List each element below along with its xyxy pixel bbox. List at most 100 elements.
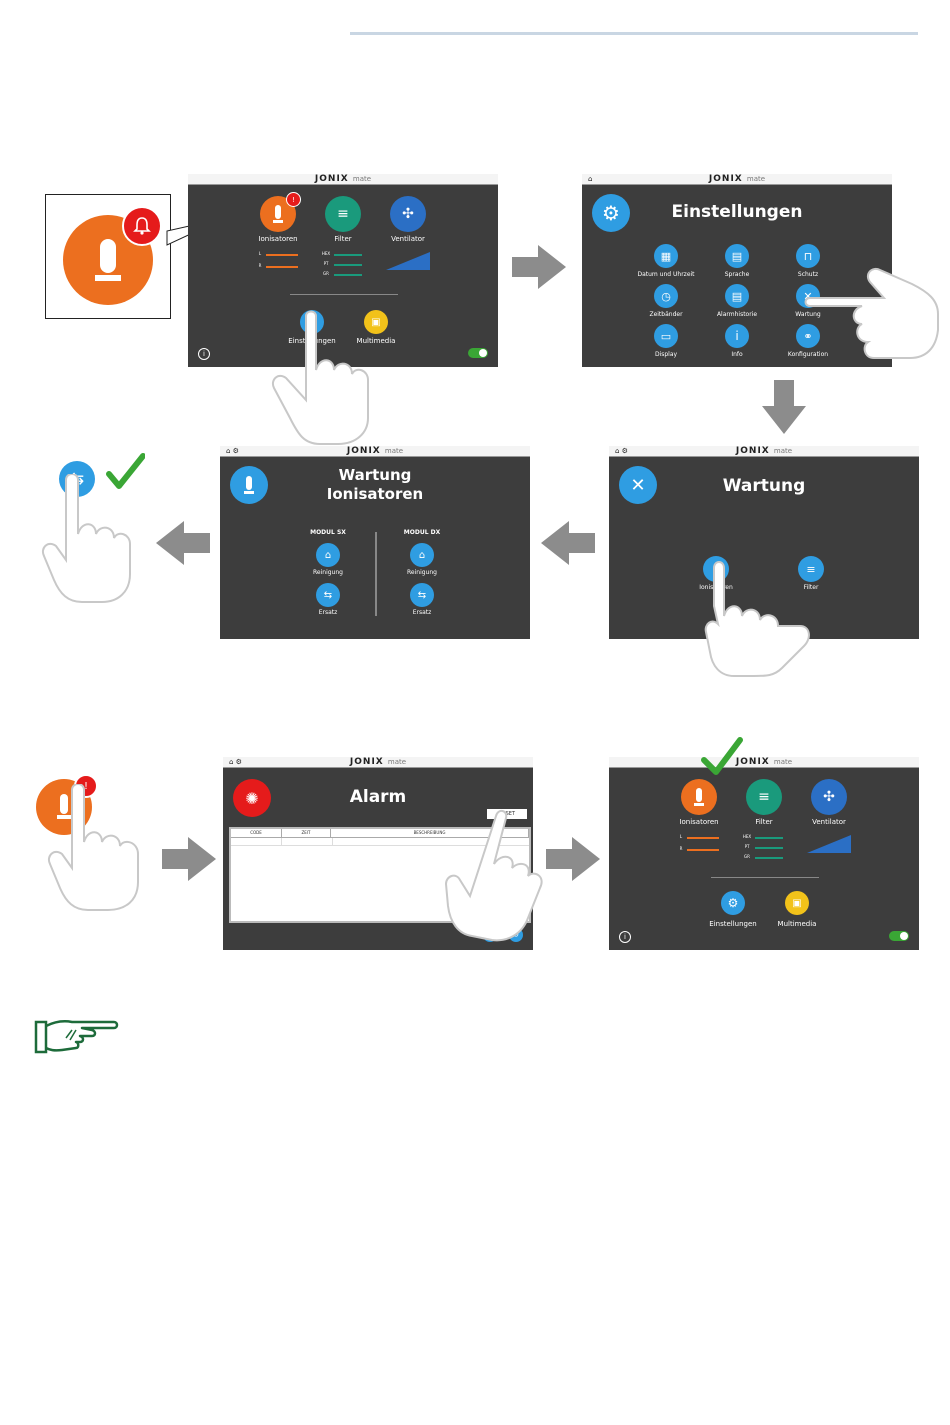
table-row[interactable] — [231, 838, 529, 846]
screen-home-alarm: JONIX mate ! Ionisatoren ≡ Filter ✣ Vent… — [188, 174, 498, 367]
level-label-l: L — [258, 251, 262, 256]
checkmark-icon — [701, 737, 743, 775]
settings-item-label: Display — [654, 351, 678, 358]
screen-home-ok: JONIX mate Ionisatoren ≡ Filter ✣ Ventil… — [609, 757, 919, 950]
fan-speed-gauge — [807, 835, 851, 853]
home-icon[interactable]: ⌂ ⚙ — [229, 758, 242, 766]
info-icon[interactable]: i — [198, 348, 210, 360]
brand-suffix: mate — [773, 758, 793, 766]
gear-icon: ⚙ — [592, 194, 630, 232]
level-bar — [687, 837, 719, 839]
screen-alarm: ⌂ ⚙JONIX mate ✺ Alarm RESET CODE ZEIT BE… — [223, 757, 533, 950]
module-divider — [375, 532, 377, 616]
stat-bar — [755, 857, 783, 859]
alarm-bell-icon — [122, 206, 162, 246]
ventilator-label: Ventilator — [391, 235, 425, 243]
level-label-l: L — [679, 834, 683, 839]
modul-dx-label: MODUL DX — [403, 529, 441, 536]
konfiguration-button[interactable]: ⚭ — [796, 324, 820, 348]
power-toggle[interactable] — [468, 348, 488, 358]
level-bar — [687, 849, 719, 851]
reinigung-label: Reinigung — [313, 569, 343, 576]
info-button[interactable]: i — [725, 324, 749, 348]
brand-suffix: mate — [384, 447, 404, 455]
level-label-r: R — [258, 263, 262, 268]
stat-label: PT — [744, 844, 750, 849]
zeitbaender-button[interactable]: ◷ — [654, 284, 678, 308]
home-icon[interactable]: ⌂ ⚙ — [615, 447, 628, 455]
pointing-finger-note-icon — [34, 1019, 119, 1054]
flow-arrow-left — [156, 521, 210, 565]
pointing-hand-icon — [42, 474, 131, 603]
brand-suffix: mate — [746, 175, 766, 183]
schutz-button[interactable]: ⊓ — [796, 244, 820, 268]
ersatz-sx-button[interactable]: ⇆ — [316, 583, 340, 607]
home-icon[interactable]: ⌂ — [588, 175, 593, 183]
ersatz-label: Ersatz — [318, 609, 338, 616]
header-rule — [350, 32, 918, 35]
pointing-hand-icon — [444, 810, 543, 942]
settings-item-label: Alarmhistorie — [716, 311, 758, 318]
stat-bar — [334, 264, 362, 266]
settings-item-label: Wartung — [795, 311, 821, 318]
page-title: Einstellungen — [671, 202, 803, 222]
pointing-hand-icon — [48, 784, 139, 911]
checkmark-icon — [106, 453, 145, 489]
ventilator-button[interactable]: ✣ — [811, 779, 847, 815]
ionizer-alarm-callout — [45, 194, 171, 319]
siren-icon: ✺ — [233, 779, 271, 817]
reinigung-dx-button[interactable]: ⌂ — [410, 543, 434, 567]
modul-sx-label: MODUL SX — [310, 529, 346, 536]
brand-suffix: mate — [387, 758, 407, 766]
stat-label: GR — [744, 854, 750, 859]
pointing-hand-icon — [704, 561, 810, 677]
ionizer-icon — [230, 466, 268, 504]
column-header: CODE — [231, 829, 282, 837]
filter-label: Filter — [755, 818, 773, 826]
settings-item-label: Info — [731, 351, 743, 358]
flow-arrow-down — [762, 380, 806, 434]
multimedia-label: Multimedia — [777, 920, 817, 928]
settings-item-label: Zeitbänder — [649, 311, 683, 318]
multimedia-button[interactable]: ▣ — [785, 891, 809, 915]
ionisatoren-button[interactable] — [681, 779, 717, 815]
sprache-button[interactable]: ▤ — [725, 244, 749, 268]
ersatz-dx-button[interactable]: ⇆ — [410, 583, 434, 607]
column-header: BESCHREIBUNG — [331, 829, 529, 837]
filter-button[interactable]: ≡ — [325, 196, 361, 232]
ventilator-label: Ventilator — [812, 818, 846, 826]
reinigung-sx-button[interactable]: ⌂ — [316, 543, 340, 567]
brand-name: JONIX — [708, 174, 743, 184]
ersatz-label: Ersatz — [412, 609, 432, 616]
ionisatoren-label: Ionisatoren — [258, 235, 298, 243]
ventilator-button[interactable]: ✣ — [390, 196, 426, 232]
wartung-filter-button[interactable]: ≡ — [798, 556, 824, 582]
wrench-icon: ✕ — [619, 466, 657, 504]
ionisatoren-label: Ionisatoren — [679, 818, 719, 826]
datum-uhrzeit-button[interactable]: ▦ — [654, 244, 678, 268]
flow-arrow-right — [512, 245, 566, 289]
brand-name: JONIX — [314, 174, 349, 184]
multimedia-button[interactable]: ▣ — [364, 310, 388, 334]
power-toggle[interactable] — [889, 931, 909, 941]
einstellungen-button[interactable]: ⚙ — [721, 891, 745, 915]
stat-bar — [755, 837, 783, 839]
home-icon[interactable]: ⌂ ⚙ — [226, 447, 239, 455]
column-header: ZEIT — [282, 829, 331, 837]
display-button[interactable]: ▭ — [654, 324, 678, 348]
brand-name: JONIX — [346, 446, 381, 456]
fan-speed-gauge — [386, 252, 430, 270]
reset-button[interactable]: RESET — [487, 809, 527, 819]
page-title-line1: Wartung — [338, 466, 412, 484]
multimedia-label: Multimedia — [356, 337, 396, 345]
screen-wartung-ionisatoren: ⌂ ⚙JONIX mate Wartung Ionisatoren MODUL … — [220, 446, 530, 639]
flow-arrow-left — [541, 521, 595, 565]
brand-name: JONIX — [735, 757, 770, 767]
flow-arrow-right — [162, 837, 216, 881]
info-icon[interactable]: i — [619, 931, 631, 943]
cell-blank — [231, 838, 282, 845]
alarmhistorie-button[interactable]: ▤ — [725, 284, 749, 308]
filter-button[interactable]: ≡ — [746, 779, 782, 815]
brand-name: JONIX — [349, 757, 384, 767]
settings-item-label: Datum und Uhrzeit — [637, 271, 695, 278]
